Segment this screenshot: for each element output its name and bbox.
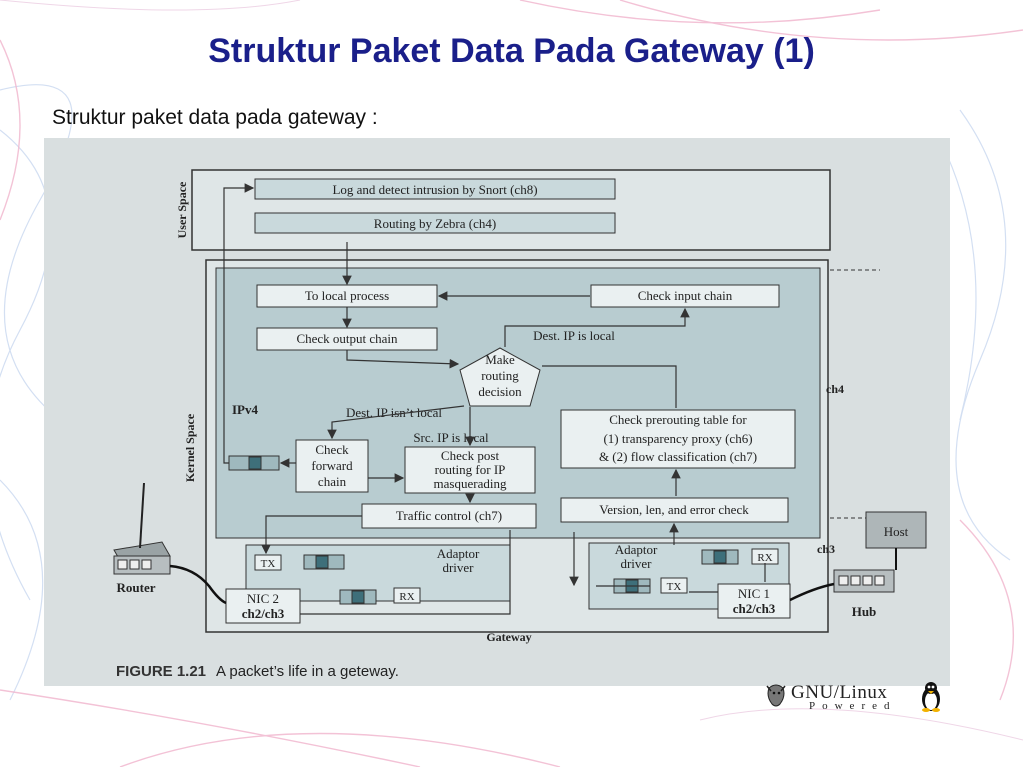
nic1-line1: NIC 1: [738, 586, 770, 601]
check-input-box: [590, 284, 780, 308]
tux-penguin-icon: [922, 682, 940, 712]
gateway-label: Gateway: [486, 630, 531, 644]
user-space-label: User Space: [175, 181, 189, 238]
prerouting-box: [560, 409, 796, 469]
adaptor-right-line2: driver: [620, 556, 652, 571]
check-forward-line1: Check: [315, 442, 349, 457]
nic1-box: [717, 583, 791, 619]
hub-label: Hub: [852, 604, 877, 619]
check-input-label: Check input chain: [638, 288, 733, 303]
to-local-process-label: To local process: [305, 288, 389, 303]
check-forward-line3: chain: [318, 474, 347, 489]
dest-not-local-label: Dest. IP isn’t local: [346, 405, 442, 420]
version-check-box: [560, 497, 789, 523]
traffic-control-box: [361, 503, 537, 529]
snort-box: [254, 178, 616, 200]
prerouting-line3: & (2) flow classification (ch7): [599, 449, 757, 464]
prerouting-line1: Check prerouting table for: [609, 412, 747, 427]
host-device: [865, 511, 927, 549]
routing-decision-line2: routing: [481, 368, 519, 383]
ch3-label: ch3: [817, 542, 835, 556]
dest-local-label: Dest. IP is local: [533, 328, 615, 343]
check-post-line3: masquerading: [434, 476, 507, 491]
gnu-title: GNU/Linux: [791, 682, 888, 703]
gnu-head-icon: [766, 684, 786, 707]
figure-label: FIGURE 1.21: [116, 663, 206, 680]
adaptor-left-line1: Adaptor: [437, 546, 480, 561]
nic2-box: [225, 588, 301, 624]
ch4-label: ch4: [826, 382, 844, 396]
check-forward-box: [295, 439, 369, 493]
version-check-label: Version, len, and error check: [599, 502, 749, 517]
traffic-control-label: Traffic control (ch7): [396, 508, 502, 523]
rx-right-label: RX: [757, 552, 772, 564]
ipv4-label: IPv4: [232, 402, 259, 417]
check-post-box: [404, 446, 536, 494]
figure-photo: User Space Log and detect intrusion by S…: [44, 138, 950, 686]
figure-caption-text: A packet’s life in a geteway.: [216, 663, 399, 680]
packet-flow-diagram: User Space Log and detect intrusion by S…: [113, 169, 927, 680]
src-local-label: Src. IP is local: [413, 430, 489, 445]
check-output-label: Check output chain: [296, 331, 398, 346]
nic2-line2: ch2/ch3: [242, 606, 285, 621]
adaptor-right-line1: Adaptor: [615, 542, 658, 557]
check-post-line1: Check post: [441, 448, 500, 463]
slide-subtitle: Struktur paket data pada gateway :: [52, 106, 378, 129]
routing-decision-shape: [459, 347, 541, 407]
host-label: Host: [884, 524, 909, 539]
snort-label: Log and detect intrusion by Snort (ch8): [332, 182, 537, 197]
gnu-linux-badge: GNU/Linux Powered: [765, 680, 947, 714]
tx-right-box: [660, 577, 688, 594]
nic1-line2: ch2/ch3: [733, 601, 776, 616]
gnu-subtitle: Powered: [809, 700, 897, 712]
rx-left-label: RX: [399, 591, 414, 603]
check-forward-line2: forward: [311, 458, 353, 473]
nic2-line1: NIC 2: [247, 591, 279, 606]
rx-left-box: [393, 587, 421, 604]
tx-left-label: TX: [261, 558, 276, 570]
figure-caption: FIGURE 1.21 A packet’s life in a geteway.: [116, 663, 399, 680]
zebra-box: [254, 212, 616, 234]
prerouting-line2: (1) transparency proxy (ch6): [603, 431, 752, 446]
kernel-space-label: Kernel Space: [183, 413, 197, 482]
routing-decision-line1: Make: [485, 352, 515, 367]
tx-left-box: [254, 554, 282, 571]
router-label: Router: [117, 580, 156, 595]
slide-title: Struktur Paket Data Pada Gateway (1): [208, 32, 815, 70]
zebra-label: Routing by Zebra (ch4): [374, 216, 496, 231]
tx-right-label: TX: [667, 581, 682, 593]
check-post-line2: routing for IP: [435, 462, 506, 477]
adaptor-left-line2: driver: [442, 560, 474, 575]
routing-decision-line3: decision: [478, 384, 522, 399]
